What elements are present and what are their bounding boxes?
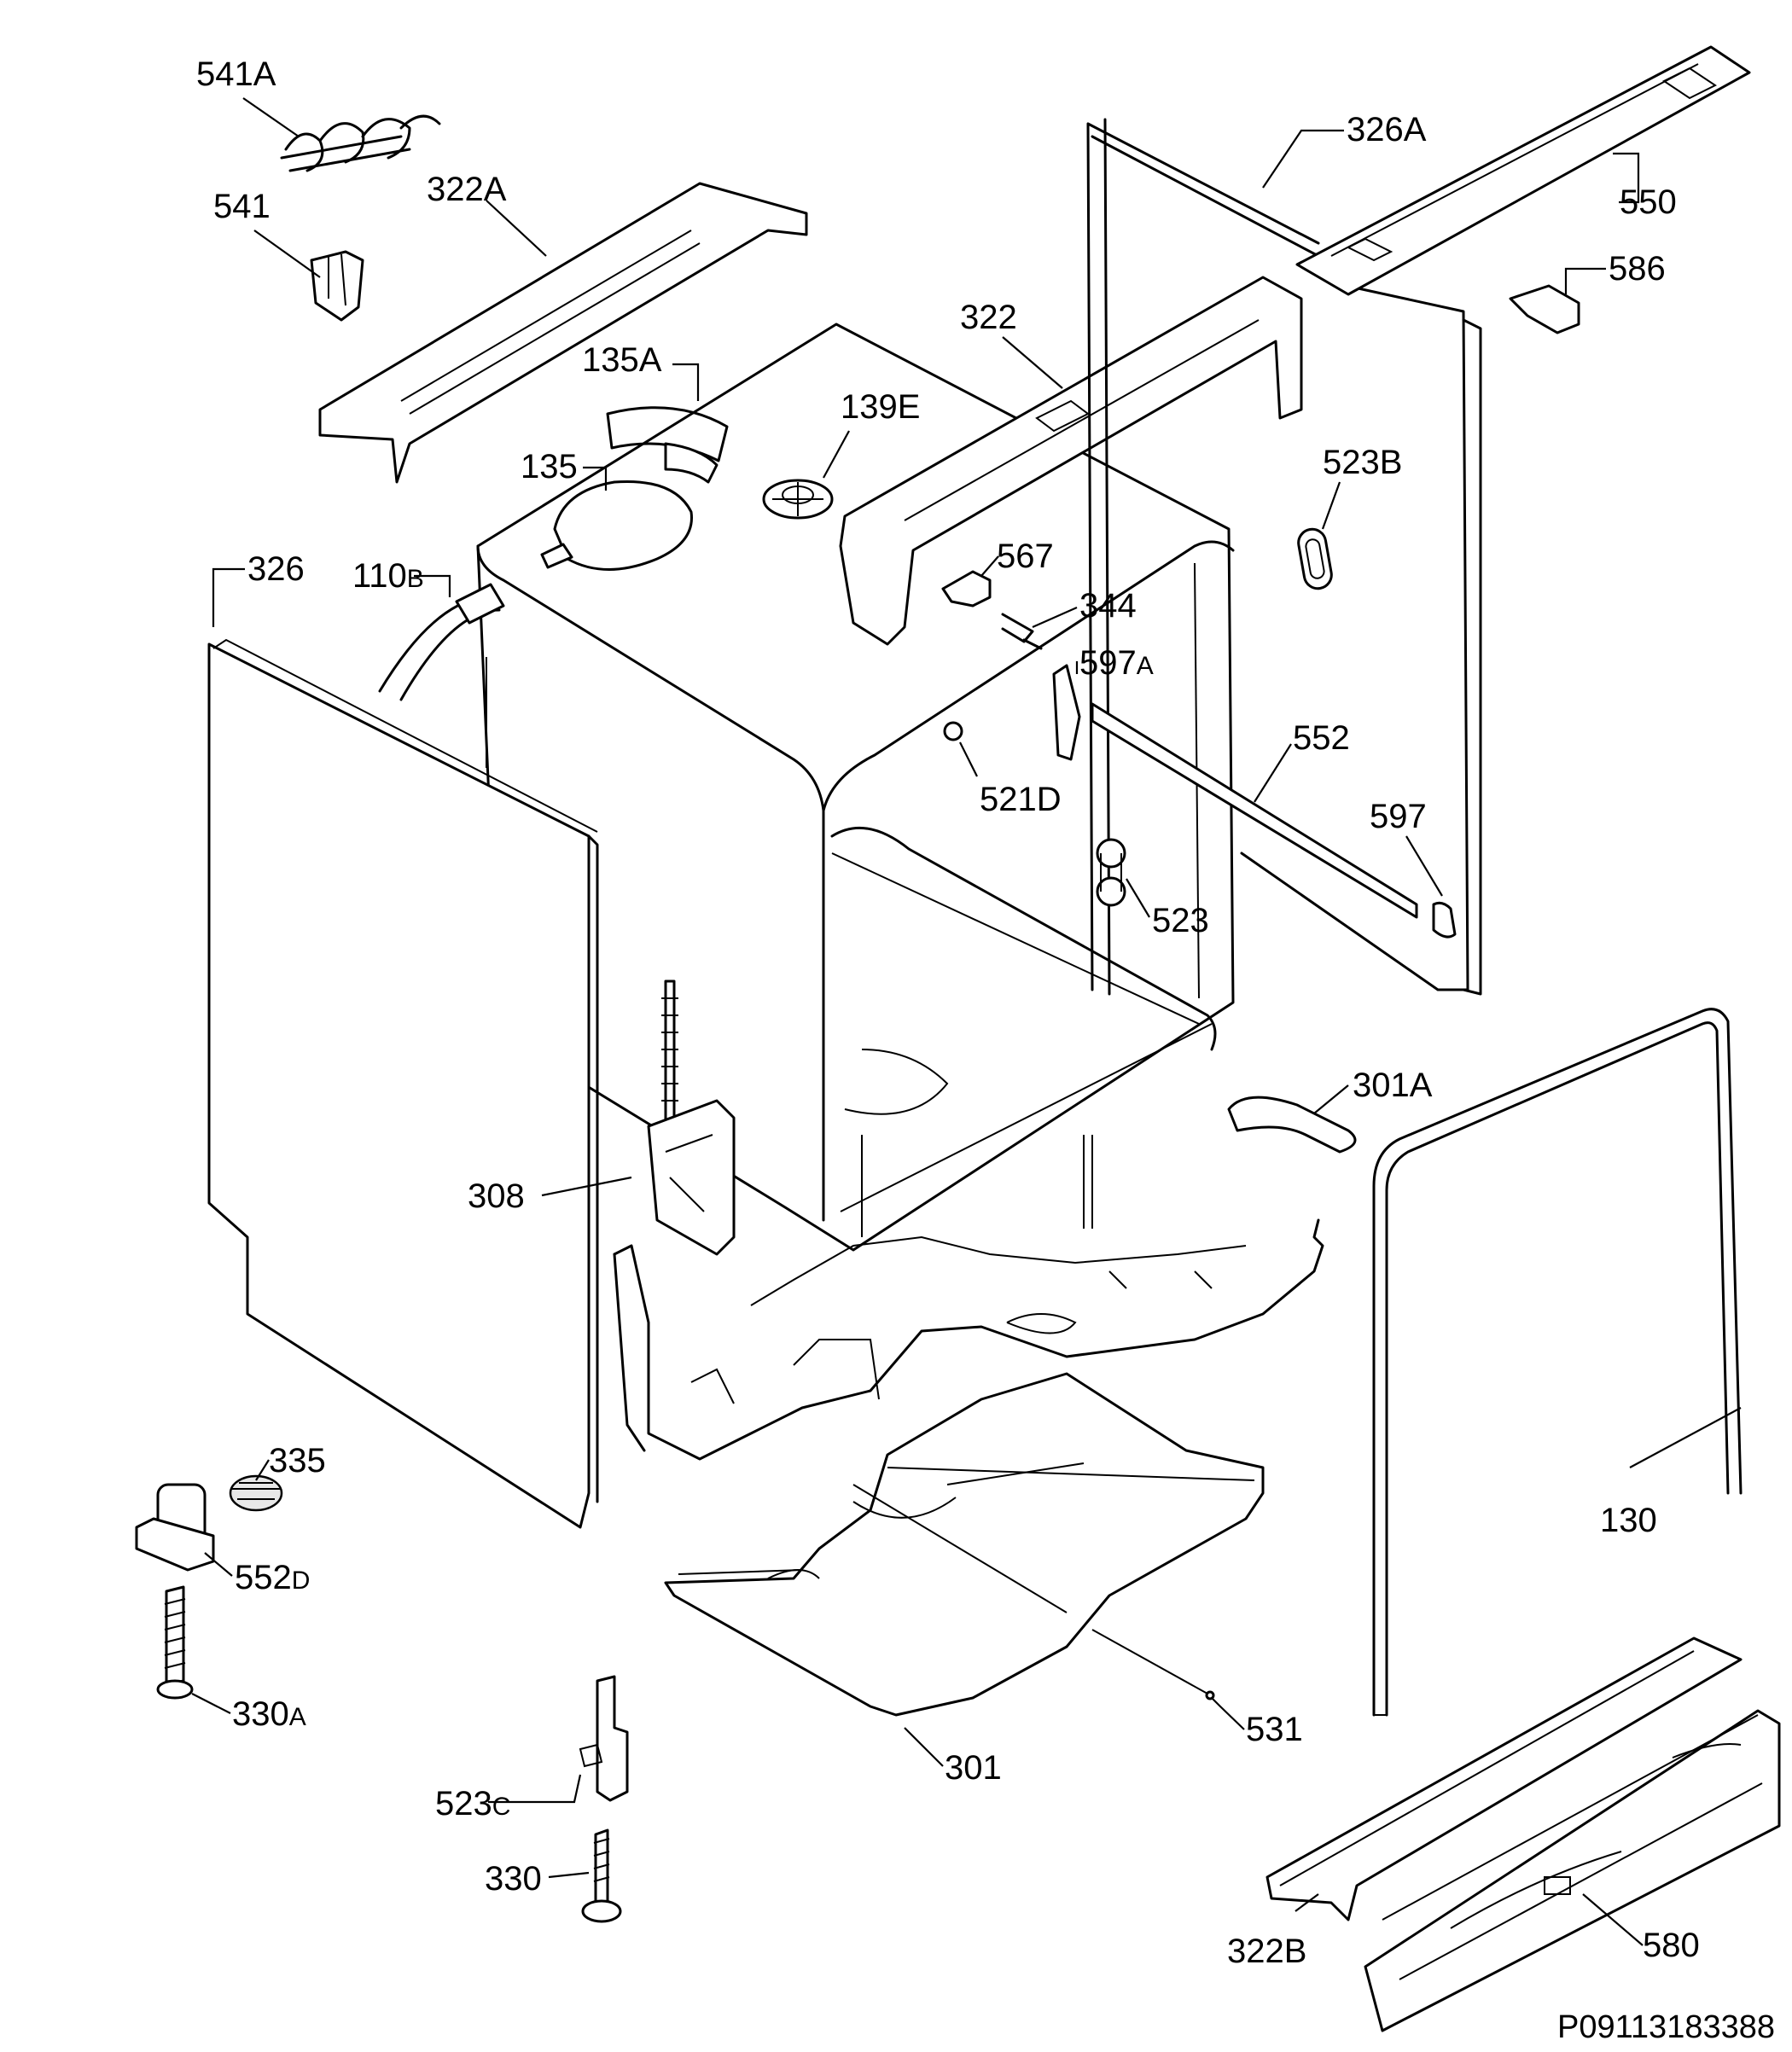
label-308: 308 <box>468 1177 525 1215</box>
label-521D: 521D <box>980 781 1062 818</box>
label-567: 567 <box>997 538 1054 575</box>
label-597A-main: 597 <box>1079 644 1137 682</box>
label-597A-suffix: A <box>1137 652 1154 680</box>
label-523C: 523C <box>435 1785 510 1822</box>
label-322A: 322A <box>427 171 507 208</box>
part-330A-screw <box>156 1585 194 1700</box>
label-326A: 326A <box>1347 111 1427 148</box>
label-330: 330 <box>485 1860 542 1898</box>
label-541A: 541A <box>196 55 276 93</box>
label-301A: 301A <box>1353 1067 1433 1104</box>
label-550: 550 <box>1620 183 1677 221</box>
part-567-clip <box>941 570 992 607</box>
part-308-hinge <box>647 979 736 1256</box>
part-135-dispenser <box>540 480 693 571</box>
part-326A-panel <box>1086 118 1482 996</box>
label-580: 580 <box>1643 1927 1700 1964</box>
label-344: 344 <box>1079 587 1137 625</box>
part-541-bracket <box>310 250 364 322</box>
label-523C-main: 523 <box>435 1785 492 1822</box>
part-135A-cover <box>606 406 729 484</box>
label-531: 531 <box>1246 1711 1303 1748</box>
callout-labels: 541A 541 322A 135A 139E 135 322 326A 550… <box>196 55 1775 2045</box>
part-580-plinth <box>1364 1709 1781 2032</box>
part-322-frame <box>839 276 1303 646</box>
part-523C-hinge <box>579 1675 629 1802</box>
part-335-gear <box>229 1474 283 1512</box>
part-110B-hose <box>378 583 505 768</box>
label-322: 322 <box>960 299 1017 336</box>
label-330A: 330A <box>232 1695 306 1733</box>
label-301: 301 <box>945 1749 1002 1787</box>
label-552D: 552D <box>235 1559 310 1596</box>
part-326-panel <box>207 638 599 1529</box>
part-541A-clip <box>280 114 441 172</box>
part-531-rod <box>1091 1629 1215 1700</box>
label-552: 552 <box>1293 719 1350 757</box>
leader-lines <box>191 97 1742 1946</box>
part-330-screw <box>581 1828 622 1923</box>
part-322B-rail <box>1265 1636 1743 1921</box>
label-135A: 135A <box>582 341 662 379</box>
part-523B-seal <box>1297 527 1333 590</box>
label-552D-suffix: D <box>292 1567 311 1595</box>
part-344-bracket <box>1001 613 1043 650</box>
label-139E: 139E <box>841 388 920 426</box>
part-552-rail <box>1091 702 1418 919</box>
label-110B-suffix: B <box>407 565 424 593</box>
label-326: 326 <box>247 550 305 588</box>
label-523B: 523B <box>1323 444 1402 481</box>
label-523C-suffix: C <box>492 1793 511 1821</box>
label-330A-suffix: A <box>289 1703 306 1731</box>
label-130: 130 <box>1600 1502 1657 1539</box>
label-597A: 597A <box>1079 644 1154 682</box>
label-135: 135 <box>521 448 578 485</box>
part-597A-holder <box>1052 664 1081 761</box>
label-541: 541 <box>213 188 271 225</box>
label-552D-main: 552 <box>235 1559 292 1596</box>
part-301A-guide <box>1227 1096 1357 1154</box>
part-322A-rail <box>318 182 808 484</box>
part-301-tray <box>664 1372 1265 1717</box>
label-110B-main: 110 <box>352 557 407 595</box>
label-335: 335 <box>269 1442 326 1479</box>
part-tub <box>476 323 1235 1252</box>
label-330A-main: 330 <box>232 1695 289 1733</box>
label-597: 597 <box>1370 798 1427 835</box>
part-base-frame <box>613 1135 1324 1461</box>
part-130-gasket <box>1372 1008 1743 1717</box>
label-110B: 110B <box>352 557 424 595</box>
part-552D-actuator <box>135 1483 215 1572</box>
part-521D-nut <box>943 721 963 741</box>
label-322B: 322B <box>1227 1933 1306 1970</box>
part-139E-nut <box>762 479 834 520</box>
label-586: 586 <box>1609 250 1666 288</box>
label-523: 523 <box>1152 902 1209 939</box>
part-550-topbar <box>1295 45 1751 296</box>
part-597-cap <box>1432 901 1457 939</box>
part-523-wheels <box>1096 838 1126 907</box>
drawing-code: P09113183388 <box>1557 2009 1775 2045</box>
part-586-bracket <box>1509 284 1580 334</box>
